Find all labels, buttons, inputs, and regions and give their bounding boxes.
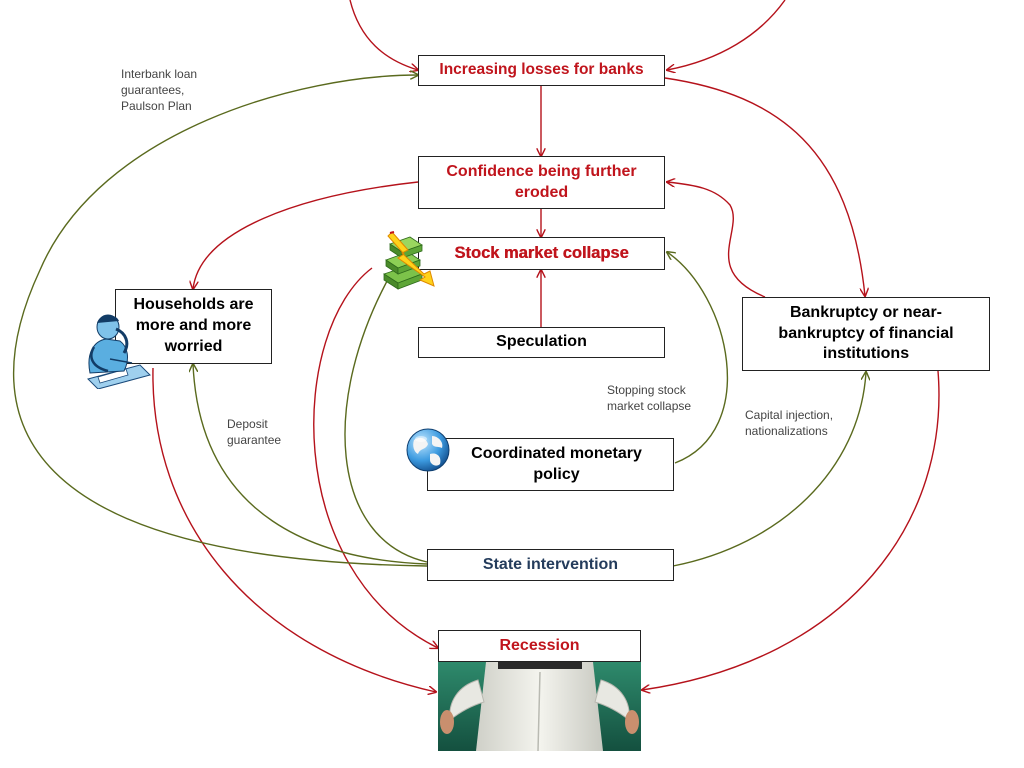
note-stopping-collapse: Stopping stock market collapse bbox=[607, 383, 692, 414]
note-deposit-guarantee: Deposit guarantee bbox=[227, 417, 282, 448]
node-recession: Recession bbox=[438, 630, 641, 662]
arrow-top-left-into-losses bbox=[349, 0, 418, 70]
arrow-intervention-to-households bbox=[193, 364, 428, 565]
node-speculation: Speculation bbox=[418, 327, 665, 358]
arrow-confidence-to-households bbox=[193, 181, 419, 289]
note-capital-injection: Capital injection, nationalizations bbox=[745, 408, 834, 439]
arrow-policy-to-stock bbox=[667, 252, 729, 464]
node-confidence-eroded: Confidence being further eroded bbox=[418, 156, 665, 209]
node-households-worried: Households are more and more worried bbox=[115, 289, 272, 364]
arrow-stock-to-recession bbox=[313, 267, 438, 648]
stock-chart-icon bbox=[383, 231, 435, 290]
arrow-top-right-into-losses bbox=[667, 0, 786, 70]
globe-icon bbox=[406, 428, 450, 472]
node-stock-market-collapse: Stock market collapse bbox=[418, 237, 665, 270]
node-bankruptcy: Bankruptcy or near-bankruptcy of financi… bbox=[742, 297, 990, 371]
arrow-households-to-recession bbox=[152, 367, 436, 692]
note-interbank-guarantees: Interbank loan guarantees, Paulson Plan bbox=[121, 67, 198, 114]
node-state-intervention: State intervention bbox=[427, 549, 674, 581]
worried-person-icon bbox=[87, 314, 151, 389]
arrow-intervention-to-bankruptcy bbox=[672, 372, 866, 567]
arrow-bankruptcy-to-recession bbox=[642, 370, 940, 690]
empty-pockets-photo bbox=[438, 662, 641, 751]
arrow-intervention-to-stock bbox=[344, 272, 428, 563]
arrow-losses-to-bankruptcy bbox=[664, 77, 865, 296]
arrow-intervention-to-losses bbox=[13, 75, 428, 567]
node-coordinated-policy: Coordinated monetary policy bbox=[427, 438, 674, 491]
node-increasing-losses: Increasing losses for banks bbox=[418, 55, 665, 86]
arrow-bankruptcy-to-confidence bbox=[667, 182, 766, 298]
